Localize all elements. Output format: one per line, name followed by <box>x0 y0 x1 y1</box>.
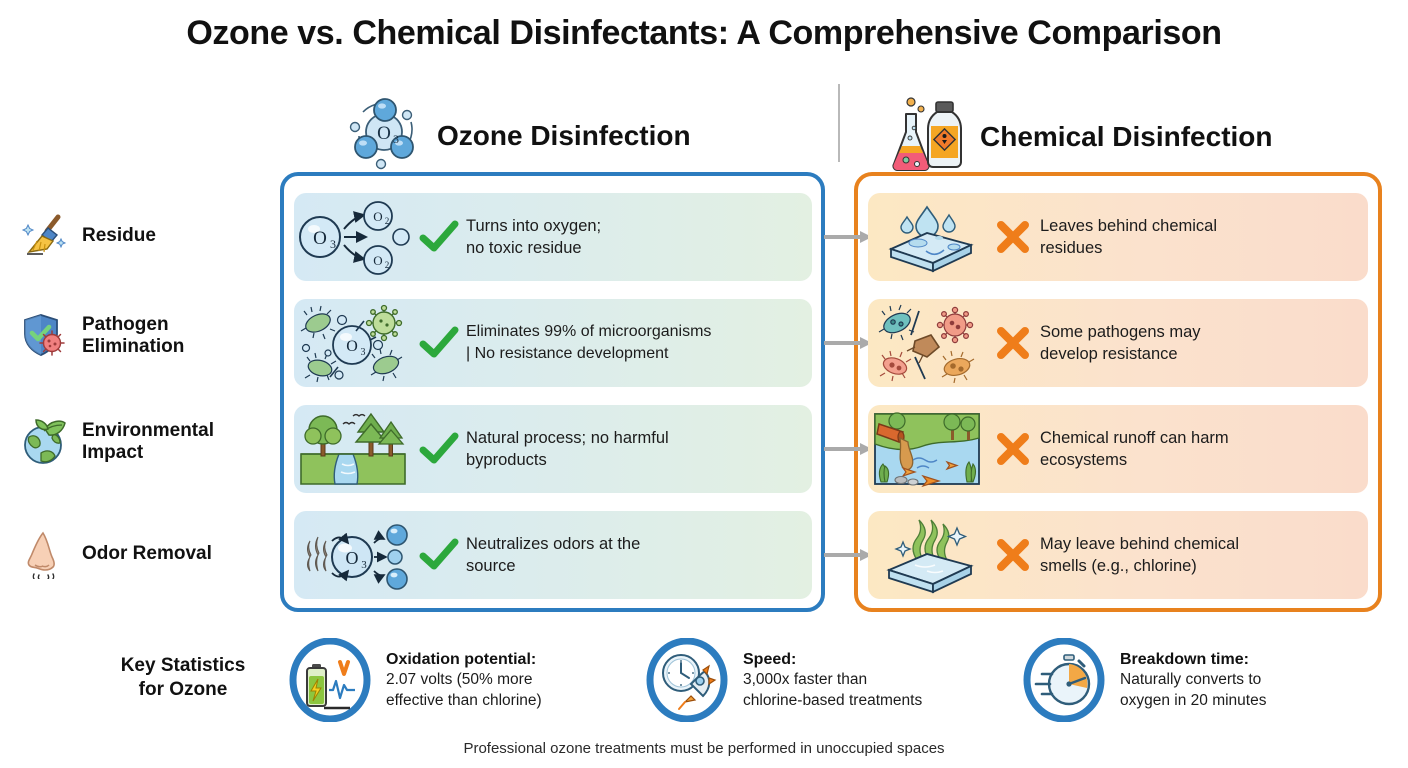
forest-river-icon <box>294 409 412 489</box>
ozone-row-odor: O 3 Neutralize <box>294 511 812 599</box>
header-divider <box>838 84 840 162</box>
ozone-molecule-icon: O 3 <box>345 94 423 177</box>
stat-oxidation-potential: Oxidation potential: 2.07 volts (50% mor… <box>288 638 542 722</box>
category-label: Residue <box>82 224 156 246</box>
category-odor-removal: Odor Removal <box>18 528 268 580</box>
connector-arrow-environmental <box>824 443 872 455</box>
battery-voltage-icon <box>288 638 372 722</box>
svg-text:3: 3 <box>361 347 366 358</box>
stopwatch-icon <box>1022 638 1106 722</box>
chemical-smell-surface-icon <box>868 515 986 595</box>
cross-icon <box>986 219 1040 255</box>
svg-text:3: 3 <box>361 559 367 571</box>
stat-text: Oxidation potential: 2.07 volts (50% mor… <box>386 650 542 709</box>
svg-text:O: O <box>373 209 382 224</box>
chemical-column-title: Chemical Disinfection <box>980 120 1273 152</box>
nose-icon <box>18 528 70 580</box>
svg-text:2: 2 <box>385 260 390 270</box>
svg-text:O: O <box>377 123 391 144</box>
check-icon <box>412 538 466 572</box>
svg-text:O: O <box>346 338 358 355</box>
clock-rocket-icon <box>645 638 729 722</box>
shield-virus-icon <box>18 310 70 362</box>
category-residue: Residue <box>18 210 268 262</box>
svg-text:3: 3 <box>330 237 336 251</box>
check-icon <box>412 326 466 360</box>
cross-icon <box>986 325 1040 361</box>
svg-text:3: 3 <box>393 132 399 146</box>
wet-surface-droplets-icon <box>868 197 986 277</box>
ozone-column-title: Ozone Disinfection <box>437 119 691 151</box>
ozone-row-pathogen: O 3 <box>294 299 812 387</box>
chemical-column-header: Chemical Disinfection <box>884 94 1273 179</box>
footnote: Professional ozone treatments must be pe… <box>463 740 945 757</box>
svg-text:O: O <box>373 253 382 268</box>
o3-to-o2-conversion-icon: O 3 O 2 O 2 <box>294 197 412 277</box>
broom-icon <box>18 210 70 262</box>
page-title: Ozone vs. Chemical Disinfectants: A Comp… <box>186 14 1222 52</box>
chemical-bottles-icon <box>884 94 966 179</box>
connector-arrow-pathogen <box>824 337 872 349</box>
resistant-pathogens-icon <box>868 303 986 383</box>
connector-arrow-odor <box>824 549 872 561</box>
ozone-panel <box>280 172 825 612</box>
category-label: Odor Removal <box>82 542 212 564</box>
ozone-row-text: Turns into oxygen;no toxic residue <box>466 216 602 257</box>
connector-arrow-residue <box>824 231 872 243</box>
earth-leaf-icon <box>18 416 70 468</box>
ozone-row-text: Eliminates 99% of microorganisms| No res… <box>466 323 712 362</box>
ozone-column-header: O 3 Ozone Disinfection <box>345 94 691 177</box>
ozone-row-residue: O 3 O 2 O 2 Turns into <box>294 193 812 281</box>
o3-odor-neutralize-icon: O 3 <box>294 515 412 595</box>
svg-text:O: O <box>346 548 359 568</box>
o3-killing-microbes-icon: O 3 <box>294 303 412 383</box>
chemical-panel <box>854 172 1382 612</box>
polluted-river-pipe-icon <box>868 409 986 489</box>
cross-icon <box>986 431 1040 467</box>
cross-icon <box>986 537 1040 573</box>
check-icon <box>412 220 466 254</box>
check-icon <box>412 432 466 466</box>
svg-text:O: O <box>313 228 327 249</box>
svg-text:2: 2 <box>385 216 390 226</box>
